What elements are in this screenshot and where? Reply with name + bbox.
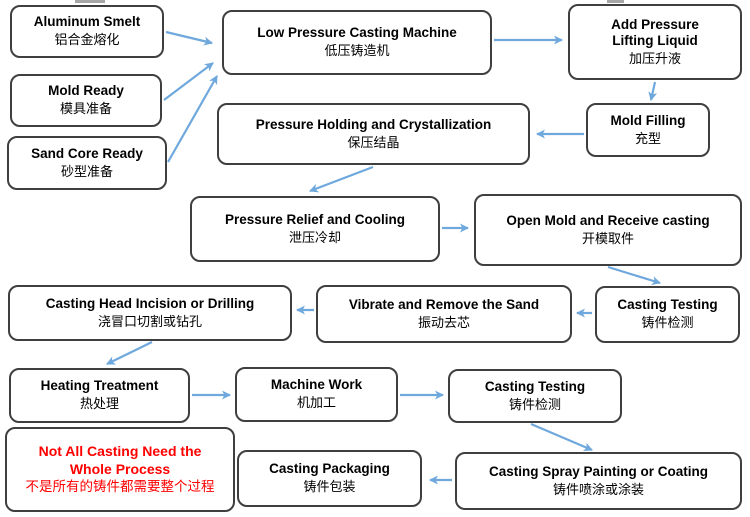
node-label-en: Machine Work (270, 377, 363, 393)
node-label-zh: 振动去芯 (417, 314, 470, 330)
node-label-zh: 热处理 (79, 396, 119, 412)
node-pressure-holding-crystallization: Pressure Holding and Crystallization 保压结… (217, 103, 530, 165)
node-label-zh: 铸件检测 (641, 315, 694, 331)
node-label-zh: 铸件检测 (508, 396, 561, 412)
node-label-en: Mold Ready (48, 83, 124, 99)
node-label-en: Pressure Relief and Cooling (224, 211, 406, 227)
node-label-zh: 开模取件 (581, 230, 634, 246)
node-label-en: Aluminum Smelt (33, 14, 141, 30)
node-label-en: Heating Treatment (40, 378, 159, 394)
arrow-holding-to-relief (309, 165, 374, 193)
node-casting-testing-1: Casting Testing 铸件检测 (595, 286, 740, 343)
node-label-zh: 浇冒口切割或钻孔 (97, 313, 202, 329)
clipped-artifact (607, 0, 624, 3)
node-vibrate-remove-sand: Vibrate and Remove the Sand 振动去芯 (316, 285, 572, 343)
node-label-en: Casting Spray Painting or Coating (488, 463, 709, 479)
node-label-en: Casting Packaging (269, 461, 390, 477)
node-sand-core-ready: Sand Core Ready 砂型准备 (7, 136, 167, 190)
node-casting-spray-painting-coating: Casting Spray Painting or Coating 铸件喷涂或涂… (455, 452, 742, 510)
node-machine-work: Machine Work 机加工 (235, 367, 398, 422)
arrow-incision-to-heating (106, 341, 153, 365)
node-label-en: Sand Core Ready (31, 145, 143, 161)
node-label-zh: 充型 (634, 130, 661, 146)
node-mold-ready: Mold Ready 模具准备 (10, 74, 162, 127)
node-add-pressure-lifting-liquid: Add Pressure Lifting Liquid 加压升液 (568, 4, 742, 80)
node-label-en: Casting Head Incision or Drilling (45, 295, 255, 311)
node-label-en: Vibrate and Remove the Sand (348, 296, 540, 312)
arrow-openmold-to-testing1 (607, 265, 661, 285)
node-label-zh: 铝合金熔化 (54, 32, 120, 48)
node-casting-packaging: Casting Packaging 铸件包装 (237, 450, 422, 507)
node-label-zh: 泄压冷却 (288, 229, 341, 245)
node-note-not-all-casting: Not All Casting Need the Whole Process 不… (5, 427, 235, 512)
node-casting-head-incision-drilling: Casting Head Incision or Drilling 浇冒口切割或… (8, 285, 292, 341)
node-label-zh: 加压升液 (628, 51, 681, 67)
node-pressure-relief-cooling: Pressure Relief and Cooling 泄压冷却 (190, 196, 440, 262)
arrow-sandcore-to-machine (167, 75, 218, 163)
node-low-pressure-casting-machine: Low Pressure Casting Machine 低压铸造机 (222, 10, 492, 75)
clipped-artifact (75, 0, 105, 3)
node-label-en: Casting Testing (617, 297, 718, 313)
node-label-zh: 铸件包装 (303, 479, 356, 495)
node-label-en: Pressure Holding and Crystallization (255, 116, 492, 132)
node-open-mold-receive-casting: Open Mold and Receive casting 开模取件 (474, 194, 742, 266)
node-label-zh: 低压铸造机 (324, 43, 390, 59)
node-label-en: Add Pressure Lifting Liquid (611, 16, 699, 49)
node-label-zh: 保压结晶 (347, 134, 400, 150)
node-label-zh: 模具准备 (59, 101, 112, 117)
node-mold-filling: Mold Filling 充型 (586, 103, 710, 157)
arrow-addpressure-to-moldfilling (648, 81, 658, 101)
node-label-en: Open Mold and Receive casting (506, 212, 710, 228)
arrow-aluminum-to-machine (165, 30, 213, 46)
node-label-en: Casting Testing (484, 378, 586, 394)
arrow-testing2-to-spray (530, 422, 593, 452)
arrow-moldready-to-machine (163, 62, 214, 101)
node-heating-treatment: Heating Treatment 热处理 (9, 368, 190, 423)
node-label-zh: 砂型准备 (60, 163, 113, 179)
node-casting-testing-2: Casting Testing 铸件检测 (448, 369, 622, 423)
node-label-zh: 机加工 (296, 395, 336, 411)
node-label-zh: 铸件喷涂或涂装 (552, 481, 644, 497)
node-label-en: Mold Filling (610, 112, 686, 128)
note-label-en: Not All Casting Need the Whole Process (38, 443, 202, 477)
node-aluminum-smelt: Aluminum Smelt 铝合金熔化 (10, 5, 164, 58)
node-label-en: Low Pressure Casting Machine (257, 25, 457, 41)
note-label-zh: 不是所有的铸件都需要整个过程 (25, 479, 215, 495)
